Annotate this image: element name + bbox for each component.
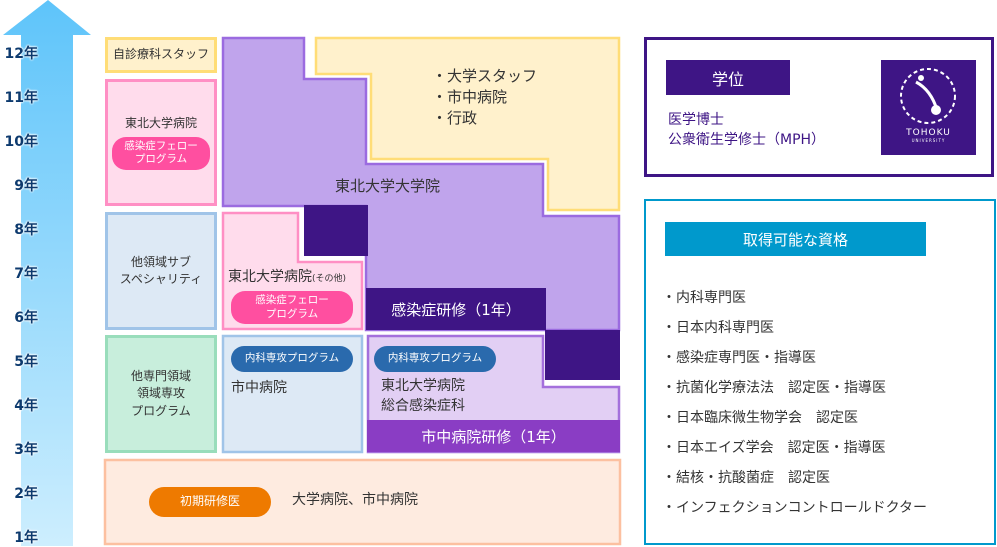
laurel-emblem-icon — [900, 68, 956, 124]
year-label: 3年 — [14, 442, 38, 458]
year-label: 11年 — [4, 90, 38, 106]
degree-item: 医学博士 — [668, 112, 724, 128]
qualification-item: ・感染症専門医・指導医 — [662, 350, 816, 366]
infection-training-bar: 感染症研修（1年） — [366, 288, 546, 330]
career-item: ・行政 — [432, 109, 478, 127]
qualification-item: ・抗菌化学療法法 認定医・指導医 — [662, 380, 886, 396]
own-dept-staff-label: 自診療科スタッフ — [112, 47, 209, 62]
year-label: 8年 — [14, 222, 38, 238]
tohoku-hospital-box: 東北大学病院 感染症フェロー プログラム — [105, 79, 217, 206]
year-label: 6年 — [14, 310, 38, 326]
qualification-item: ・内科専門医 — [662, 290, 746, 306]
internal-medicine-program-badge: 内科専攻プログラム — [374, 346, 496, 372]
other-suffix: (その他) — [312, 274, 347, 284]
logo-sub: UNIVERSITY — [911, 138, 946, 143]
timeline-arrow — [3, 0, 91, 546]
internal-medicine-program-badge: 内科専攻プログラム — [231, 346, 353, 372]
year-label: 12年 — [4, 46, 38, 62]
qualification-item: ・日本臨床微生物学会 認定医 — [662, 410, 858, 426]
initial-resident-badge: 初期研修医 — [149, 487, 271, 517]
infection-training-label: 感染症研修（1年） — [391, 300, 521, 319]
year-label: 5年 — [14, 354, 38, 370]
general-infection-label: 東北大学病院 総合感染症科 — [381, 377, 465, 416]
career-list: ・大学スタッフ ・市中病院 ・行政 — [432, 66, 537, 129]
career-area — [314, 36, 621, 212]
general-infection-line: 東北大学病院 — [381, 378, 465, 394]
sub-specialty-label: スペシャリティ — [119, 272, 203, 286]
logo-text: TOHOKU — [906, 128, 951, 138]
qualifications-list: ・内科専門医・日本内科専門医・感染症専門医・指導医・抗菌化学療法法 認定医・指導… — [662, 283, 927, 523]
tohoku-university-logo: TOHOKU UNIVERSITY — [881, 60, 976, 155]
qualification-item: ・日本エイズ学会 認定医・指導医 — [662, 440, 886, 456]
year-label: 4年 — [14, 398, 38, 414]
tohoku-hospital-other-label: 東北大学病院(その他) — [228, 268, 346, 288]
own-dept-staff-box: 自診療科スタッフ — [105, 37, 217, 73]
other-specialty-label: プログラム — [131, 403, 191, 418]
other-specialty-label: 他専門領域 — [130, 368, 191, 383]
qualification-item: ・日本内科専門医 — [662, 320, 774, 336]
tohoku-hospital-label: 東北大学病院 — [124, 116, 197, 131]
qualifications-panel: 取得可能な資格 ・内科専門医・日本内科専門医・感染症専門医・指導医・抗菌化学療法… — [644, 199, 996, 545]
dark-block — [545, 330, 620, 380]
year-label: 7年 — [14, 266, 38, 282]
sub-specialty-box: 他領域サブ スペシャリティ — [105, 212, 217, 330]
tohoku-hospital-other-text: 東北大学病院 — [228, 269, 312, 285]
degree-item: 公衆衛生学修士（MPH） — [668, 132, 826, 149]
degree-list: 医学博士 公衆衛生学修士（MPH） — [668, 110, 825, 151]
general-infection-line: 総合感染症科 — [381, 397, 465, 414]
sub-specialty-label: 他領域サブ — [130, 254, 191, 269]
graduate-school-label: 東北大学大学院 — [335, 177, 441, 195]
qualification-item: ・結核・抗酸菌症 認定医 — [662, 470, 830, 486]
initial-training-label: 大学病院、市中病院 — [292, 492, 418, 508]
fellow-program-badge: 感染症フェロー プログラム — [231, 291, 353, 325]
other-specialty-box: 他専門領域 領域専攻 プログラム — [105, 335, 217, 453]
career-item: ・市中病院 — [432, 88, 508, 106]
city-hospital-label: 市中病院 — [231, 380, 287, 396]
degree-heading: 学位 — [666, 60, 790, 95]
city-hospital-training-bar: 市中病院研修（1年） — [367, 420, 620, 452]
year-label: 10年 — [4, 134, 38, 150]
dark-block — [304, 205, 368, 256]
year-label: 9年 — [14, 178, 38, 194]
qualifications-heading: 取得可能な資格 — [665, 222, 926, 256]
career-item: ・大学スタッフ — [432, 67, 538, 85]
other-specialty-label: 領域専攻 — [136, 386, 185, 401]
city-hospital-training-label: 市中病院研修（1年） — [421, 427, 566, 446]
year-label: 1年 — [14, 530, 38, 546]
degree-panel: 学位 医学博士 公衆衛生学修士（MPH） TOHOKU UNIVERSITY — [644, 37, 994, 177]
year-label: 2年 — [14, 486, 38, 502]
qualification-item: ・インフェクションコントロールドクター — [662, 500, 928, 516]
fellow-program-badge: 感染症フェロー プログラム — [112, 136, 210, 170]
